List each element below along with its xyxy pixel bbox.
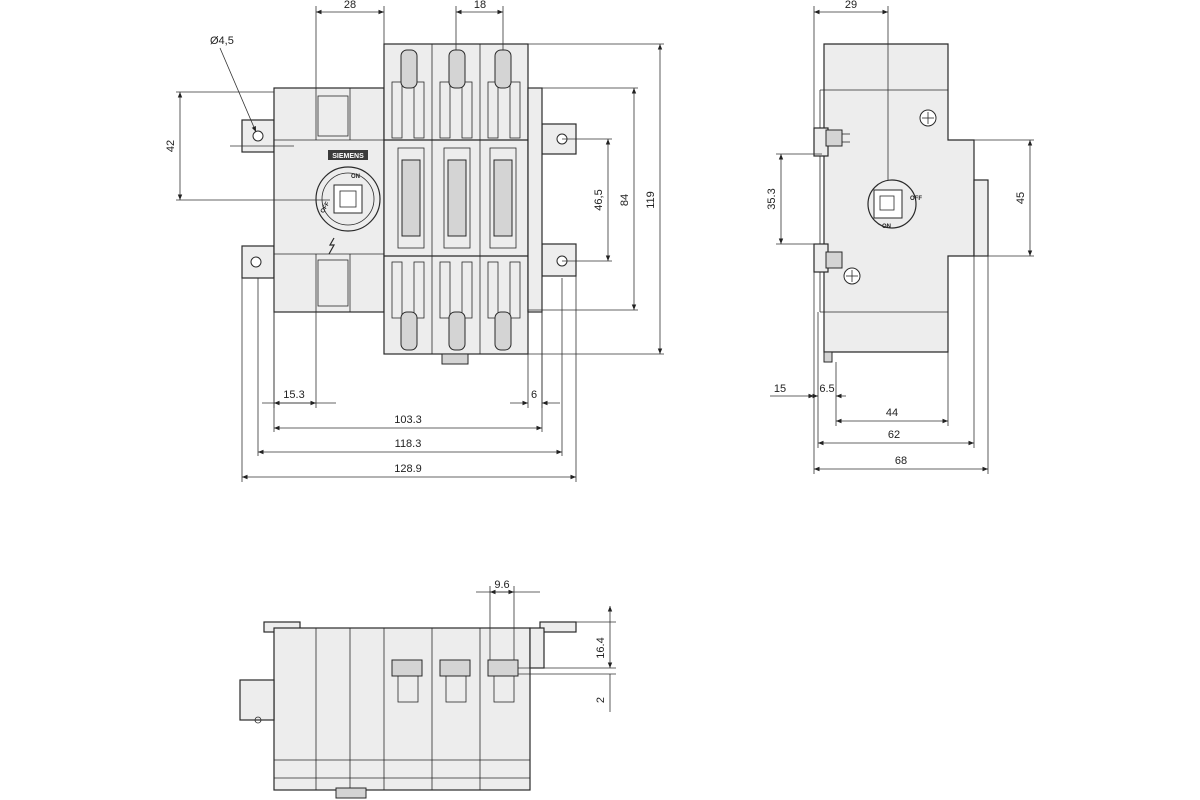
svg-text:46,5: 46,5: [593, 189, 605, 210]
svg-text:OFF: OFF: [910, 196, 922, 202]
left-mounting-foot-bottom: [241, 245, 275, 279]
dimension-29: 29: [813, 0, 889, 180]
bottom-view-mounting-rail-right: [539, 621, 577, 633]
dimension-62: 62: [817, 256, 975, 448]
svg-text:35.3: 35.3: [766, 188, 778, 209]
dimension-44: 44: [835, 352, 949, 426]
side-terminal-top: [813, 127, 850, 157]
din-clip: [441, 353, 469, 365]
svg-text:45: 45: [1015, 192, 1027, 204]
svg-text:62: 62: [888, 429, 900, 441]
svg-text:18: 18: [474, 0, 486, 11]
pole-2-top-terminal: [439, 49, 473, 139]
bottom-view-body: [273, 627, 531, 791]
bottom-view-terminal-2: [439, 659, 471, 703]
svg-text:128.9: 128.9: [394, 463, 422, 475]
bottom-view-terminal-3: [487, 659, 519, 703]
bottom-view: 9.6 16.4 2: [239, 579, 616, 799]
dimension-84: 84: [528, 87, 638, 311]
side-handle: OFF ON: [867, 179, 922, 230]
left-mounting-foot-top: [241, 119, 275, 153]
svg-text:119: 119: [645, 191, 657, 209]
right-side-block: [527, 87, 543, 313]
svg-text:42: 42: [165, 140, 177, 152]
brand-plate: [328, 150, 368, 160]
side-terminal-bottom: [813, 243, 843, 273]
dimension-18: 18: [455, 0, 504, 50]
svg-text:29: 29: [845, 0, 857, 11]
front-view: SIEMENS ON OFF: [165, 0, 664, 482]
svg-text:Ø4,5: Ø4,5: [210, 35, 234, 47]
dimension-6-5: 6.5: [808, 312, 846, 402]
svg-text:2: 2: [595, 697, 607, 703]
lightning-icon: [328, 237, 336, 255]
svg-text:15.3: 15.3: [283, 389, 304, 401]
pole-2-window: [443, 147, 471, 249]
dimension-9-6: 9.6: [476, 579, 540, 660]
screw-icon-bottom: [843, 267, 861, 285]
pole-2-bottom-terminal: [439, 261, 473, 351]
dimension-15: 15: [770, 272, 815, 402]
pole-1-bottom-terminal: [391, 261, 425, 351]
dimension-2: 2: [518, 673, 616, 712]
dimension-hole-diameter: Ø4,5: [210, 35, 294, 147]
right-mounting-foot-bottom: [541, 243, 577, 277]
dimension-28: 28: [315, 0, 385, 88]
side-view: OFF ON 29 35.3 45 15: [766, 0, 1034, 474]
dimension-42: 42: [165, 91, 330, 201]
svg-text:16.4: 16.4: [595, 637, 607, 658]
svg-text:118.3: 118.3: [395, 438, 422, 450]
pole-1-top-terminal: [391, 49, 425, 139]
rotary-handle[interactable]: ON OFF: [315, 166, 381, 232]
dimension-103-3: 103.3: [273, 278, 543, 432]
svg-text:28: 28: [344, 0, 356, 11]
brand-label: SIEMENS: [332, 153, 364, 160]
svg-text:ON: ON: [882, 224, 891, 230]
svg-text:15: 15: [774, 383, 786, 395]
svg-text:68: 68: [895, 455, 907, 467]
pole-3-window: [489, 147, 517, 249]
handle-off-label: OFF: [320, 201, 331, 215]
screw-icon-top: [919, 109, 937, 127]
dimension-35-3: 35.3: [766, 153, 822, 245]
dimension-45: 45: [974, 139, 1034, 257]
dimension-46-5: 46,5: [562, 138, 612, 262]
dimension-128-9: 128.9: [241, 244, 577, 482]
svg-text:84: 84: [619, 194, 631, 206]
pole-1-window: [397, 147, 425, 249]
svg-text:103.3: 103.3: [394, 414, 422, 426]
svg-text:9.6: 9.6: [494, 579, 509, 591]
svg-text:44: 44: [886, 407, 898, 419]
dimension-16-4: 16.4: [518, 606, 616, 669]
handle-on-label: ON: [351, 174, 360, 180]
bottom-view-terminal-1: [391, 659, 423, 703]
svg-text:6.5: 6.5: [819, 383, 834, 395]
dimension-119: 119: [528, 43, 664, 355]
dimension-68: 68: [813, 256, 989, 474]
pole-3-bottom-terminal: [487, 261, 521, 351]
dimension-118-3: 118.3: [257, 278, 563, 456]
pole-3-top-terminal: [487, 49, 521, 139]
svg-text:6: 6: [531, 389, 537, 401]
